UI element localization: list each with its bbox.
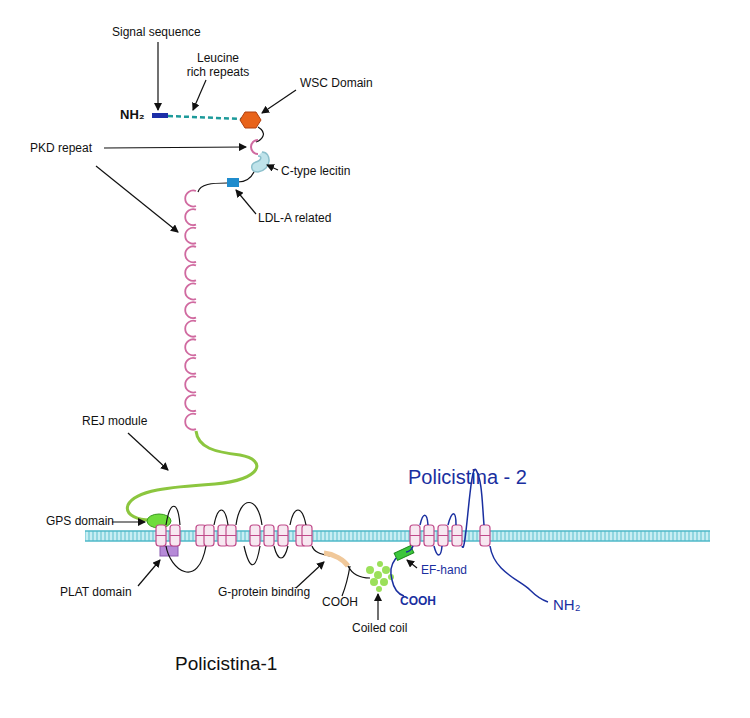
leucine-repeats	[168, 116, 242, 119]
wsc-domain	[240, 112, 261, 128]
callout-label: EF-hand	[421, 564, 467, 578]
callout-label: Leucine rich repeats	[186, 52, 250, 80]
callout-label: Policistina - 2	[408, 466, 527, 489]
pkd-repeat	[185, 302, 196, 318]
pkd-repeat	[185, 228, 196, 244]
callout-label: Policistina-1	[175, 653, 277, 675]
pkd-repeat	[185, 395, 196, 411]
callout-label: Coiled coil	[352, 622, 407, 636]
callout-label: PLAT domain	[60, 586, 132, 600]
callout-label: Signal sequence	[112, 26, 201, 40]
transmembrane-helix	[278, 525, 288, 546]
pkd-repeat	[185, 321, 196, 337]
pkd-repeat	[251, 140, 258, 154]
pkd-repeat	[185, 339, 196, 355]
transmembrane-helix	[264, 525, 274, 546]
ldl-a-domain	[227, 178, 239, 187]
transmembrane-helix	[410, 525, 420, 546]
ef-hand	[394, 546, 414, 561]
signal-sequence	[152, 113, 168, 118]
transmembrane-helix	[156, 525, 166, 546]
transmembrane-helix	[170, 525, 180, 546]
pkd-repeat	[185, 191, 196, 207]
transmembrane-helices	[156, 525, 490, 546]
pkd-repeat	[185, 209, 196, 225]
callout-label: GPS domain	[46, 515, 114, 529]
callout-label: COOH	[400, 595, 436, 609]
callout-label: PKD repeat	[30, 142, 92, 156]
callout-label: LDL-A related	[258, 212, 331, 226]
callout-label: NH₂	[553, 596, 581, 613]
callout-label: G-protein binding	[218, 586, 310, 600]
transmembrane-helix	[250, 525, 260, 546]
pkd-repeat	[185, 358, 196, 374]
transmembrane-helix	[302, 525, 312, 546]
callout-label: NH₂	[120, 108, 145, 123]
c-type-lectin	[252, 152, 269, 172]
pkd-repeat-chain	[185, 191, 196, 430]
pkd-repeat	[185, 265, 196, 281]
transmembrane-helix	[424, 525, 434, 546]
transmembrane-helix	[452, 525, 462, 546]
callout-label: C-type lecitin	[281, 165, 350, 179]
callout-label: COOH	[322, 596, 358, 610]
callout-label: REJ module	[82, 415, 147, 429]
pkd-repeat	[185, 284, 196, 300]
rej-module	[127, 431, 256, 520]
transmembrane-helix	[226, 525, 236, 546]
transmembrane-helix	[438, 525, 448, 546]
pkd-repeat	[185, 377, 196, 393]
pkd-repeat	[185, 414, 196, 430]
pkd-repeat	[185, 246, 196, 262]
transmembrane-helix	[480, 525, 490, 546]
coiled-coil	[366, 561, 394, 592]
leader-lines	[96, 42, 417, 620]
g-protein-binding	[324, 553, 348, 566]
callout-label: WSC Domain	[300, 77, 373, 91]
transmembrane-helix	[204, 525, 214, 546]
